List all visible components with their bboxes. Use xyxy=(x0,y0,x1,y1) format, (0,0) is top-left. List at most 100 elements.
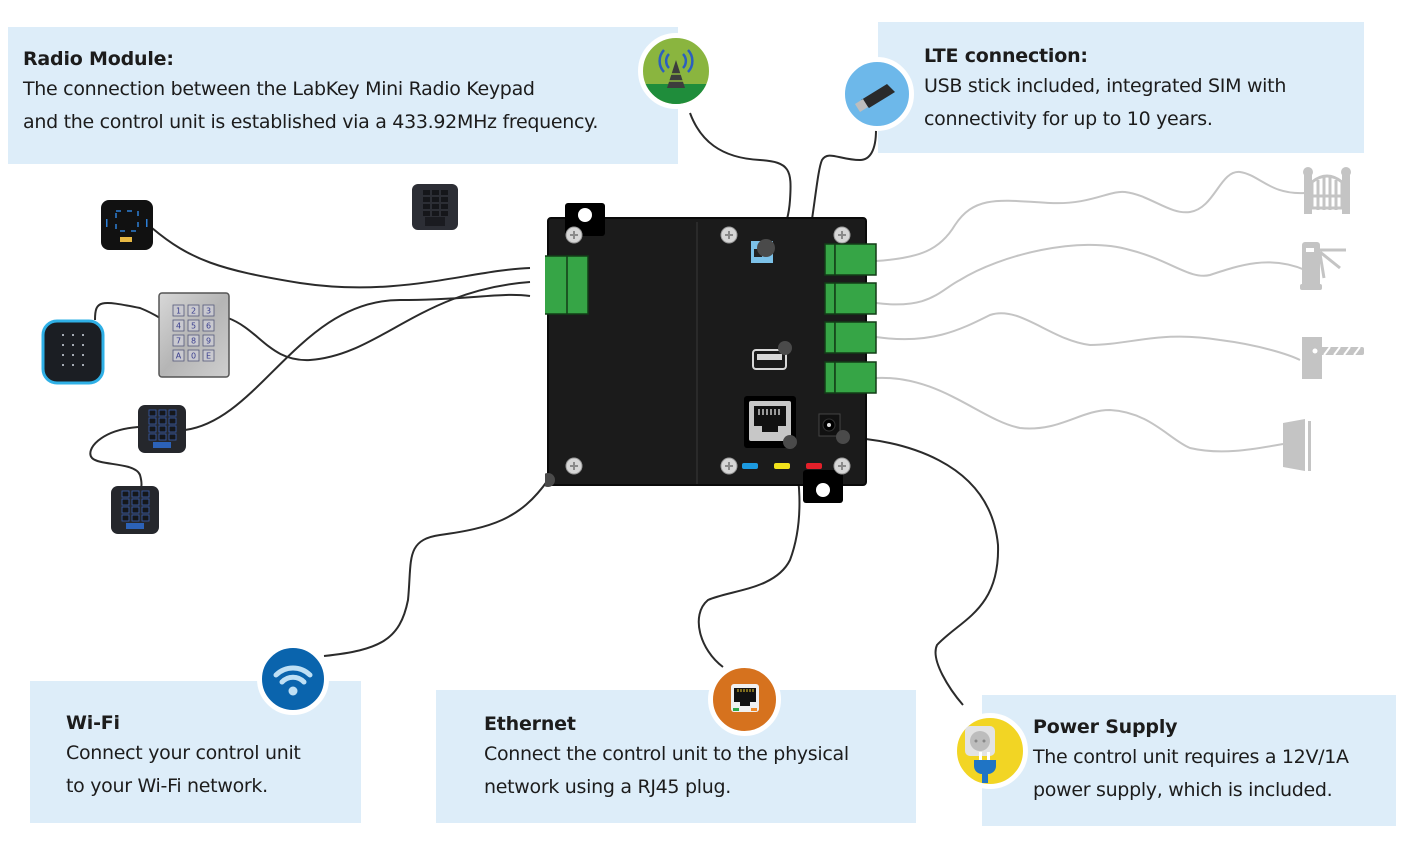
wire-output-gate xyxy=(875,170,1306,262)
keypad-key-label: A xyxy=(176,352,182,361)
usb-stick-icon xyxy=(840,57,914,131)
keypad-key-label: 6 xyxy=(206,322,211,331)
wire-keypad-chain-1 xyxy=(184,293,531,431)
keypad-key xyxy=(187,334,200,347)
callout-title: LTE connection: xyxy=(924,45,1088,67)
wire-power xyxy=(842,436,1000,706)
rj45-port xyxy=(744,396,796,448)
callout-description: The connection between the LabKey Mini R… xyxy=(23,78,599,133)
callout-title: Wi-Fi xyxy=(66,712,120,734)
keypad-key xyxy=(148,433,157,441)
callout-ethernet: Ethernet Connect the control unit to the… xyxy=(436,690,916,823)
output-terminal-blocks xyxy=(824,243,877,394)
keypad-key xyxy=(72,334,74,336)
keypad-blue-ring xyxy=(41,319,105,385)
wire-output-turnstile xyxy=(875,243,1306,306)
keypad-key xyxy=(202,334,215,347)
connection-point-power xyxy=(836,430,850,444)
keypad-key xyxy=(141,506,150,514)
keypad-key-label: 5 xyxy=(191,322,196,331)
keypad-key xyxy=(168,433,177,441)
wire-output-barrier xyxy=(875,312,1301,361)
keypad-key xyxy=(202,319,215,332)
callout-radio-module: Radio Module: The connection between the… xyxy=(8,27,678,164)
keypad-key xyxy=(72,364,74,366)
keypad-key xyxy=(441,190,448,195)
keypad-key xyxy=(141,498,150,506)
keypad-key xyxy=(82,344,84,346)
callout-title: Ethernet xyxy=(484,713,576,735)
keypad-key-label: 0 xyxy=(191,352,196,361)
door-icon xyxy=(1283,419,1311,471)
led-red xyxy=(806,463,822,469)
callout-description: Connect the control unit to the physical… xyxy=(484,743,849,798)
keypad-key xyxy=(441,204,448,209)
keypad-key xyxy=(168,417,177,425)
usb-port xyxy=(752,349,787,370)
keypad-key-label: E xyxy=(206,352,211,361)
gate-icon xyxy=(1303,167,1351,214)
keypad-radio-mini xyxy=(412,184,458,230)
wire-keypad-blue xyxy=(94,302,161,321)
keypad-key xyxy=(62,354,64,356)
mounting-tab-bottom xyxy=(803,470,843,503)
keypad-key xyxy=(72,354,74,356)
callout-lte: LTE connection: USB stick included, inte… xyxy=(878,22,1364,153)
wire-keypad-chain-2 xyxy=(89,426,143,491)
keypad-key-label: 4 xyxy=(176,322,181,331)
keypad-key xyxy=(441,211,448,216)
dc-power-jack xyxy=(818,413,841,437)
keypad-key xyxy=(148,409,157,417)
keypad-touch-black xyxy=(101,200,153,250)
keypad-key xyxy=(172,304,185,317)
wire-wifi xyxy=(323,479,549,657)
keypad-key xyxy=(62,364,64,366)
control-unit-board xyxy=(545,203,877,503)
radio-tower-icon xyxy=(638,33,714,109)
keypad-key xyxy=(423,197,430,202)
keypad-key xyxy=(141,490,150,498)
keypad-key-label: 2 xyxy=(191,307,196,316)
connection-point-wifi xyxy=(545,473,555,487)
radio-terminal-block xyxy=(545,255,589,315)
keypad-key xyxy=(432,197,439,202)
keypad-key xyxy=(121,498,130,506)
led-yellow xyxy=(774,463,790,469)
keypad-key xyxy=(158,433,167,441)
callout-description: The control unit requires a 12V/1A power… xyxy=(1033,746,1349,801)
keypad-key-label: 1 xyxy=(176,307,181,316)
keypad-key-label: 8 xyxy=(191,337,196,346)
keypad-key xyxy=(168,425,177,433)
connection-point-ethernet xyxy=(783,435,797,449)
keypad-key-label: 3 xyxy=(206,307,211,316)
keypad-key xyxy=(432,204,439,209)
callout-description: USB stick included, integrated SIM with … xyxy=(924,75,1287,130)
keypad-key xyxy=(187,349,200,362)
keypad-key xyxy=(202,349,215,362)
connection-point-radio xyxy=(757,239,775,257)
keypad-key xyxy=(202,304,215,317)
keypad-key xyxy=(423,190,430,195)
callout-title: Radio Module: xyxy=(23,48,174,70)
keypad-key xyxy=(82,334,84,336)
power-plug-icon xyxy=(952,713,1028,789)
keypad-key-label: 9 xyxy=(206,337,211,346)
wire-keypad-top xyxy=(151,227,531,289)
keypad-key xyxy=(172,349,185,362)
keypad-key xyxy=(158,425,167,433)
keypad-key-label: 7 xyxy=(176,337,181,346)
led-blue xyxy=(742,463,758,469)
keypad-key xyxy=(423,204,430,209)
keypad-key xyxy=(172,334,185,347)
wifi-icon xyxy=(257,643,329,715)
barrier-icon xyxy=(1302,337,1364,379)
keypad-key xyxy=(158,417,167,425)
wire-keypad-steel xyxy=(227,281,531,362)
keypad-key xyxy=(141,514,150,522)
ethernet-port-icon xyxy=(708,663,781,736)
keypad-key xyxy=(62,344,64,346)
keypad-key xyxy=(82,364,84,366)
keypad-key xyxy=(82,354,84,356)
